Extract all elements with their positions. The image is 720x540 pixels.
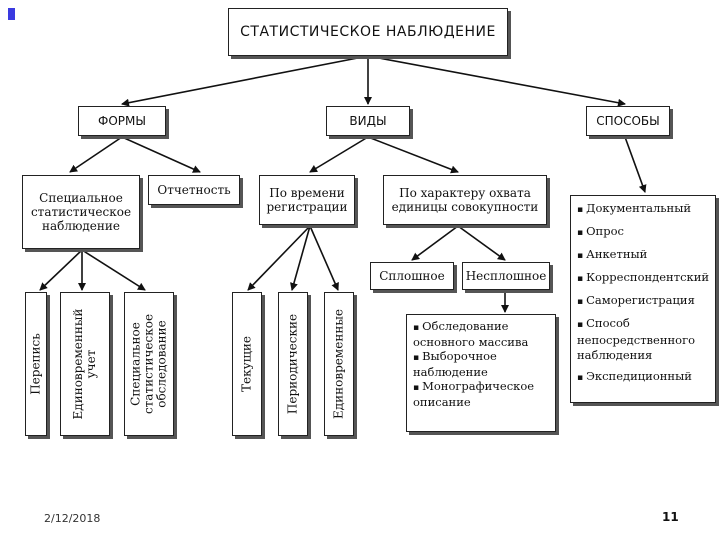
periodic-label: Периодические	[285, 313, 300, 415]
special-survey-box: Специальное статистическое обследование	[124, 292, 174, 436]
methods-label: СПОСОБЫ	[596, 114, 660, 128]
method-item-6: Способ непосредственного наблюдения	[577, 316, 696, 362]
methods-box: СПОСОБЫ	[586, 106, 670, 136]
by-time-box: По времени регистрации	[259, 175, 355, 225]
by-coverage-box: По характеру охвата единицы совокупности	[383, 175, 547, 225]
list-item: ▪Документальный	[577, 201, 692, 215]
one-time-account-label: Единовременный учет	[71, 308, 98, 420]
one-time-account-box: Единовременный учет	[60, 292, 110, 436]
methods-list: ▪Документальный ▪Опрос ▪Анкетный ▪Коррес…	[570, 195, 716, 403]
by-coverage-label: По характеру охвата единицы совокупности	[391, 186, 539, 214]
forms-label: ФОРМЫ	[98, 114, 146, 128]
special-survey-label: Специальное статистическое обследование	[128, 313, 169, 415]
by-time-label: По времени регистрации	[266, 186, 348, 214]
method-item-3: Анкетный	[586, 247, 648, 261]
list-item: ▪Способ непосредственного наблюдения	[577, 316, 696, 362]
types-box: ВИДЫ	[326, 106, 410, 136]
non-continuous-list: ▪Обследование основного массива ▪Выбороч…	[406, 314, 556, 432]
forms-box: ФОРМЫ	[78, 106, 166, 136]
footer-date: 2/12/2018	[44, 512, 101, 525]
census-label: Перепись	[28, 333, 43, 395]
method-item-4: Корреспондентский	[586, 270, 710, 284]
continuous-box: Сплошное	[370, 262, 454, 290]
types-label: ВИДЫ	[349, 114, 387, 128]
special-observation-box: Специальное статистическое наблюдение	[22, 175, 140, 249]
page-number: 11	[662, 510, 679, 524]
one-time-label: Единовременные	[331, 309, 346, 419]
reporting-box: Отчетность	[148, 175, 240, 205]
method-item-1: Документальный	[586, 201, 692, 215]
non-continuous-box: Несплошное	[462, 262, 550, 290]
periodic-box: Периодические	[278, 292, 308, 436]
list-item: ▪Обследование основного массива	[413, 319, 529, 349]
list-item: ▪Монографическое описание	[413, 379, 535, 409]
title-box: СТАТИСТИЧЕСКОЕ НАБЛЮДЕНИЕ	[228, 8, 508, 56]
current-label: Текущие	[239, 336, 254, 392]
special-observation-label: Специальное статистическое наблюдение	[30, 191, 132, 233]
census-box: Перепись	[25, 292, 47, 436]
list-item: ▪Выборочное наблюдение	[413, 349, 497, 379]
method-item-7: Экспедиционный	[586, 369, 692, 383]
non-continuous-item-3: Монографическое описание	[413, 379, 535, 409]
list-item: ▪Опрос	[577, 224, 624, 238]
continuous-label: Сплошное	[379, 269, 445, 283]
list-item: ▪Анкетный	[577, 247, 648, 261]
reporting-label: Отчетность	[157, 183, 231, 197]
non-continuous-item-2: Выборочное наблюдение	[413, 349, 497, 379]
method-item-5: Саморегистрация	[586, 293, 695, 307]
current-box: Текущие	[232, 292, 262, 436]
page-title: СТАТИСТИЧЕСКОЕ НАБЛЮДЕНИЕ	[240, 24, 496, 40]
list-item: ▪Корреспондентский	[577, 270, 710, 284]
non-continuous-label: Несплошное	[465, 269, 547, 283]
non-continuous-item-1: Обследование основного массива	[413, 319, 529, 349]
slide-corner-mark	[8, 8, 15, 20]
list-item: ▪Экспедиционный	[577, 369, 692, 383]
list-item: ▪Саморегистрация	[577, 293, 695, 307]
one-time-box: Единовременные	[324, 292, 354, 436]
method-item-2: Опрос	[586, 224, 624, 238]
